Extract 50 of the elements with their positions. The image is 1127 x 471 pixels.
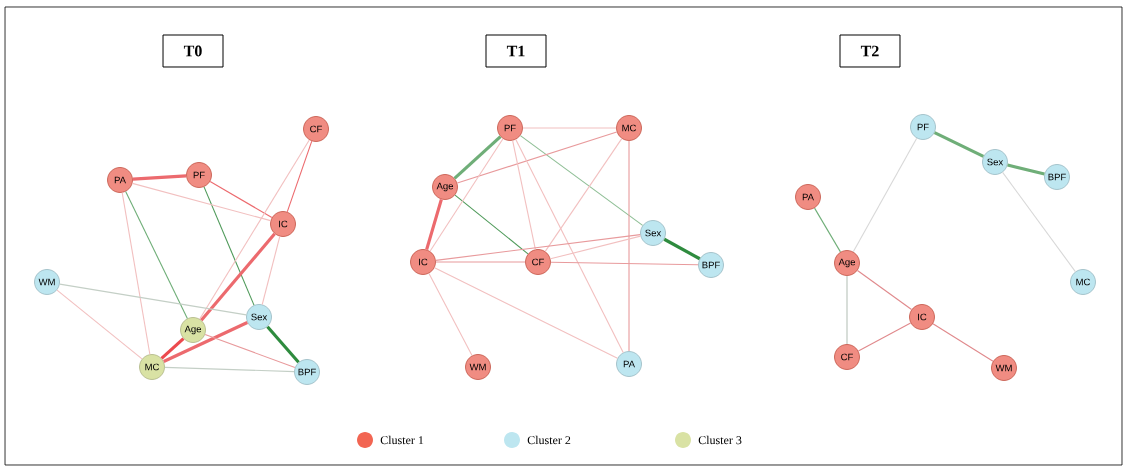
network-edge bbox=[932, 323, 994, 362]
network-edge bbox=[204, 333, 296, 369]
network-edge bbox=[628, 140, 630, 352]
network-edge bbox=[59, 283, 247, 316]
title-box: T2 bbox=[839, 34, 901, 68]
network-edge bbox=[519, 135, 644, 226]
network-edge bbox=[522, 127, 617, 129]
network-edge bbox=[164, 366, 295, 373]
network-edge bbox=[1007, 163, 1045, 176]
network-edge bbox=[428, 272, 473, 357]
network-edge bbox=[286, 140, 313, 213]
network-edge bbox=[200, 232, 276, 322]
network-edge bbox=[163, 321, 248, 363]
network-edge bbox=[1002, 171, 1076, 273]
network-edge bbox=[434, 267, 618, 359]
network-edge bbox=[125, 191, 188, 319]
network-edge bbox=[261, 235, 281, 306]
network-edge bbox=[435, 234, 641, 261]
network-edge bbox=[160, 337, 185, 360]
network-edge bbox=[435, 261, 526, 263]
network-edge bbox=[512, 140, 536, 250]
network-edge bbox=[550, 261, 699, 266]
network-edge bbox=[846, 275, 848, 345]
network-edge bbox=[454, 194, 529, 255]
network-edge bbox=[203, 186, 255, 306]
network-edge bbox=[549, 235, 642, 260]
network-edge bbox=[121, 192, 151, 355]
legend-label: Cluster 2 bbox=[527, 435, 571, 445]
network-edge bbox=[199, 139, 310, 320]
network-edge bbox=[131, 182, 272, 222]
network-edge bbox=[852, 137, 918, 253]
network-edge bbox=[515, 138, 624, 354]
network-edge bbox=[456, 131, 618, 184]
network-edge bbox=[857, 322, 912, 352]
network-edge bbox=[663, 237, 701, 261]
network-edge bbox=[266, 325, 300, 364]
network-edge bbox=[933, 131, 985, 158]
network-edge bbox=[453, 135, 502, 180]
network-edge bbox=[209, 180, 273, 219]
network-edge bbox=[814, 207, 841, 253]
network-edge bbox=[544, 138, 623, 252]
legend-label: Cluster 1 bbox=[380, 435, 424, 445]
network-edge bbox=[132, 174, 187, 181]
network-edge bbox=[425, 198, 443, 251]
network-edge bbox=[56, 289, 143, 360]
network-edge bbox=[856, 269, 913, 310]
legend-label: Cluster 3 bbox=[698, 435, 742, 445]
network-edge bbox=[429, 138, 504, 252]
title-box: T1 bbox=[485, 34, 547, 68]
title-box: T0 bbox=[162, 34, 224, 68]
